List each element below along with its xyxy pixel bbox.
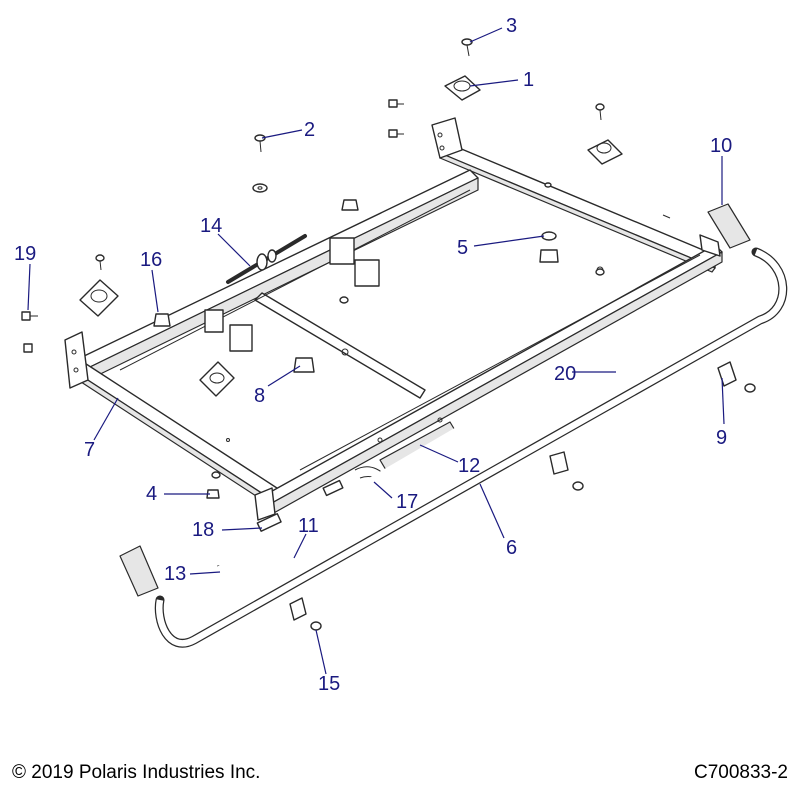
drawing-number: C700833-2 [693, 762, 788, 783]
callout-15: 15 [318, 673, 340, 695]
screw-icon [95, 254, 349, 479]
pin-icon [256, 479, 344, 532]
callout-6: 6 [506, 537, 517, 559]
bumper-tube-6-icon [154, 247, 788, 648]
screw-2-icon [254, 134, 266, 153]
washer-icon [252, 183, 268, 193]
callout-2: 2 [304, 119, 315, 141]
rod-14-icon [226, 234, 307, 284]
callout-19: 19 [14, 243, 36, 265]
bolt-19-icon [21, 311, 38, 353]
callout-10: 10 [710, 135, 732, 157]
callout-11: 11 [298, 515, 319, 537]
sleeve-icon [119, 545, 159, 597]
tie-down-icon [587, 139, 623, 165]
nut-4-icon [206, 489, 220, 499]
tie-down-icon [79, 279, 235, 397]
callout-13: 13 [164, 563, 186, 585]
callout-8: 8 [254, 385, 265, 407]
sleeve-10-icon [707, 203, 751, 249]
screw-3-icon [461, 38, 473, 57]
callout-7: 7 [84, 439, 95, 461]
grommet-5-icon [539, 231, 559, 263]
callout-4: 4 [146, 483, 157, 505]
tie-down-1-icon [444, 75, 481, 101]
callout-14: 14 [200, 215, 222, 237]
copyright-notice: © 2019 Polaris Industries Inc. [12, 762, 261, 783]
callout-12: 12 [458, 455, 480, 477]
callout-16: 16 [140, 249, 162, 271]
callout-5: 5 [457, 237, 468, 259]
callout-20: 20 [554, 363, 576, 385]
callout-9: 9 [716, 427, 727, 449]
grommet-icon [341, 199, 359, 211]
callout-17: 17 [396, 491, 418, 513]
callout-18: 18 [192, 519, 214, 541]
nut-16-icon [153, 313, 171, 327]
callout-1: 1 [523, 69, 534, 91]
frame-assembly [64, 117, 723, 521]
bumper-8-icon [293, 357, 315, 373]
bolt-icon [388, 99, 671, 276]
callout-3: 3 [506, 15, 517, 37]
